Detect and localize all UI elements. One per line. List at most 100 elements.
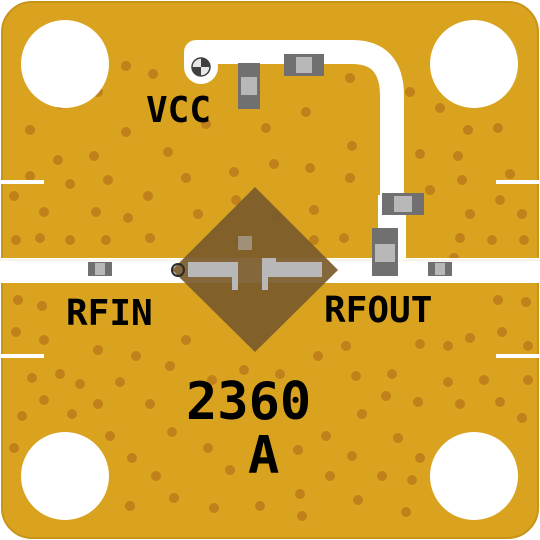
part-number-label: 2360 — [186, 372, 311, 432]
via-dot — [165, 361, 175, 371]
via-dot — [505, 169, 515, 179]
via-dot — [523, 375, 533, 385]
via-dot — [145, 399, 155, 409]
via-dot — [75, 379, 85, 389]
via-dot — [457, 175, 467, 185]
die-pad-input — [188, 262, 238, 290]
via-dot — [347, 141, 357, 151]
via-dot — [127, 453, 137, 463]
via-dot — [9, 191, 19, 201]
via-dot — [347, 451, 357, 461]
via-dot — [313, 351, 323, 361]
mounting-hole-top-left — [21, 20, 109, 108]
via-dot — [17, 411, 27, 421]
via-dot — [463, 125, 473, 135]
via-dot — [181, 335, 191, 345]
via-dot — [93, 399, 103, 409]
via-dot — [203, 443, 213, 453]
mounting-hole-top-right — [430, 20, 518, 108]
via-dot — [415, 339, 425, 349]
via-dot — [345, 173, 355, 183]
pin1-dot-icon — [171, 263, 185, 277]
via-dot — [495, 397, 505, 407]
via-dot — [517, 209, 527, 219]
die-pad-output — [262, 258, 322, 290]
vcc-capacitor-body-mid — [241, 77, 257, 95]
rfout-label: RFOUT — [324, 290, 432, 331]
via-dot — [121, 61, 131, 71]
via-dot — [381, 391, 391, 401]
via-dot — [131, 351, 141, 361]
input-dc-block-capacitor-mid — [95, 263, 105, 275]
via-dot — [103, 175, 113, 185]
via-dot — [148, 69, 158, 79]
bias-capacitor-mid — [296, 57, 312, 73]
via-dot — [65, 179, 75, 189]
via-dot — [11, 235, 21, 245]
via-dot — [401, 507, 411, 517]
via-dot — [393, 433, 403, 443]
output-dc-block-capacitor-mid — [435, 263, 445, 275]
via-dot — [65, 235, 75, 245]
via-dot — [143, 191, 153, 201]
via-dot — [487, 235, 497, 245]
via-dot — [93, 345, 103, 355]
via-dot — [443, 341, 453, 351]
via-dot — [25, 125, 35, 135]
mounting-hole-bottom-left — [21, 432, 109, 520]
via-dot — [305, 163, 315, 173]
via-dot — [453, 151, 463, 161]
via-dot — [425, 185, 435, 195]
ground-pad-top — [238, 236, 252, 250]
via-dot — [101, 235, 111, 245]
via-dot — [125, 501, 135, 511]
via-dot — [231, 195, 241, 205]
via-dot — [239, 365, 249, 375]
via-dot — [357, 409, 367, 419]
via-dot — [479, 375, 489, 385]
via-dot — [377, 471, 387, 481]
via-dot — [493, 295, 503, 305]
via-dot — [465, 209, 475, 219]
via-dot — [465, 333, 475, 343]
via-dot — [181, 173, 191, 183]
via-dot — [309, 205, 319, 215]
via-dot — [415, 453, 425, 463]
via-dot — [413, 397, 423, 407]
via-dot — [39, 395, 49, 405]
via-dot — [521, 297, 531, 307]
via-dot — [9, 443, 19, 453]
via-dot — [497, 327, 507, 337]
via-dot — [163, 147, 173, 157]
via-dot — [35, 233, 45, 243]
via-dot — [309, 235, 319, 245]
mmic-package — [172, 187, 338, 352]
via-dot — [151, 471, 161, 481]
via-dot — [351, 371, 361, 381]
via-dot — [169, 493, 179, 503]
via-dot — [339, 233, 349, 243]
via-dot — [209, 503, 219, 513]
via-dot — [105, 431, 115, 441]
via-dot — [295, 489, 305, 499]
via-field — [9, 61, 533, 521]
via-dot — [325, 471, 335, 481]
via-dot — [91, 207, 101, 217]
via-dot — [123, 213, 133, 223]
via-dot — [39, 207, 49, 217]
via-dot — [207, 375, 217, 385]
via-dot — [13, 295, 23, 305]
via-dot — [297, 511, 307, 521]
via-dot — [321, 431, 331, 441]
via-dot — [435, 103, 445, 113]
via-dot — [455, 233, 465, 243]
via-dot — [89, 151, 99, 161]
via-dot — [121, 127, 131, 137]
via-dot — [229, 167, 239, 177]
via-dot — [37, 301, 47, 311]
via-dot — [27, 373, 37, 383]
via-dot — [255, 501, 265, 511]
via-dot — [67, 409, 77, 419]
via-dot — [269, 159, 279, 169]
